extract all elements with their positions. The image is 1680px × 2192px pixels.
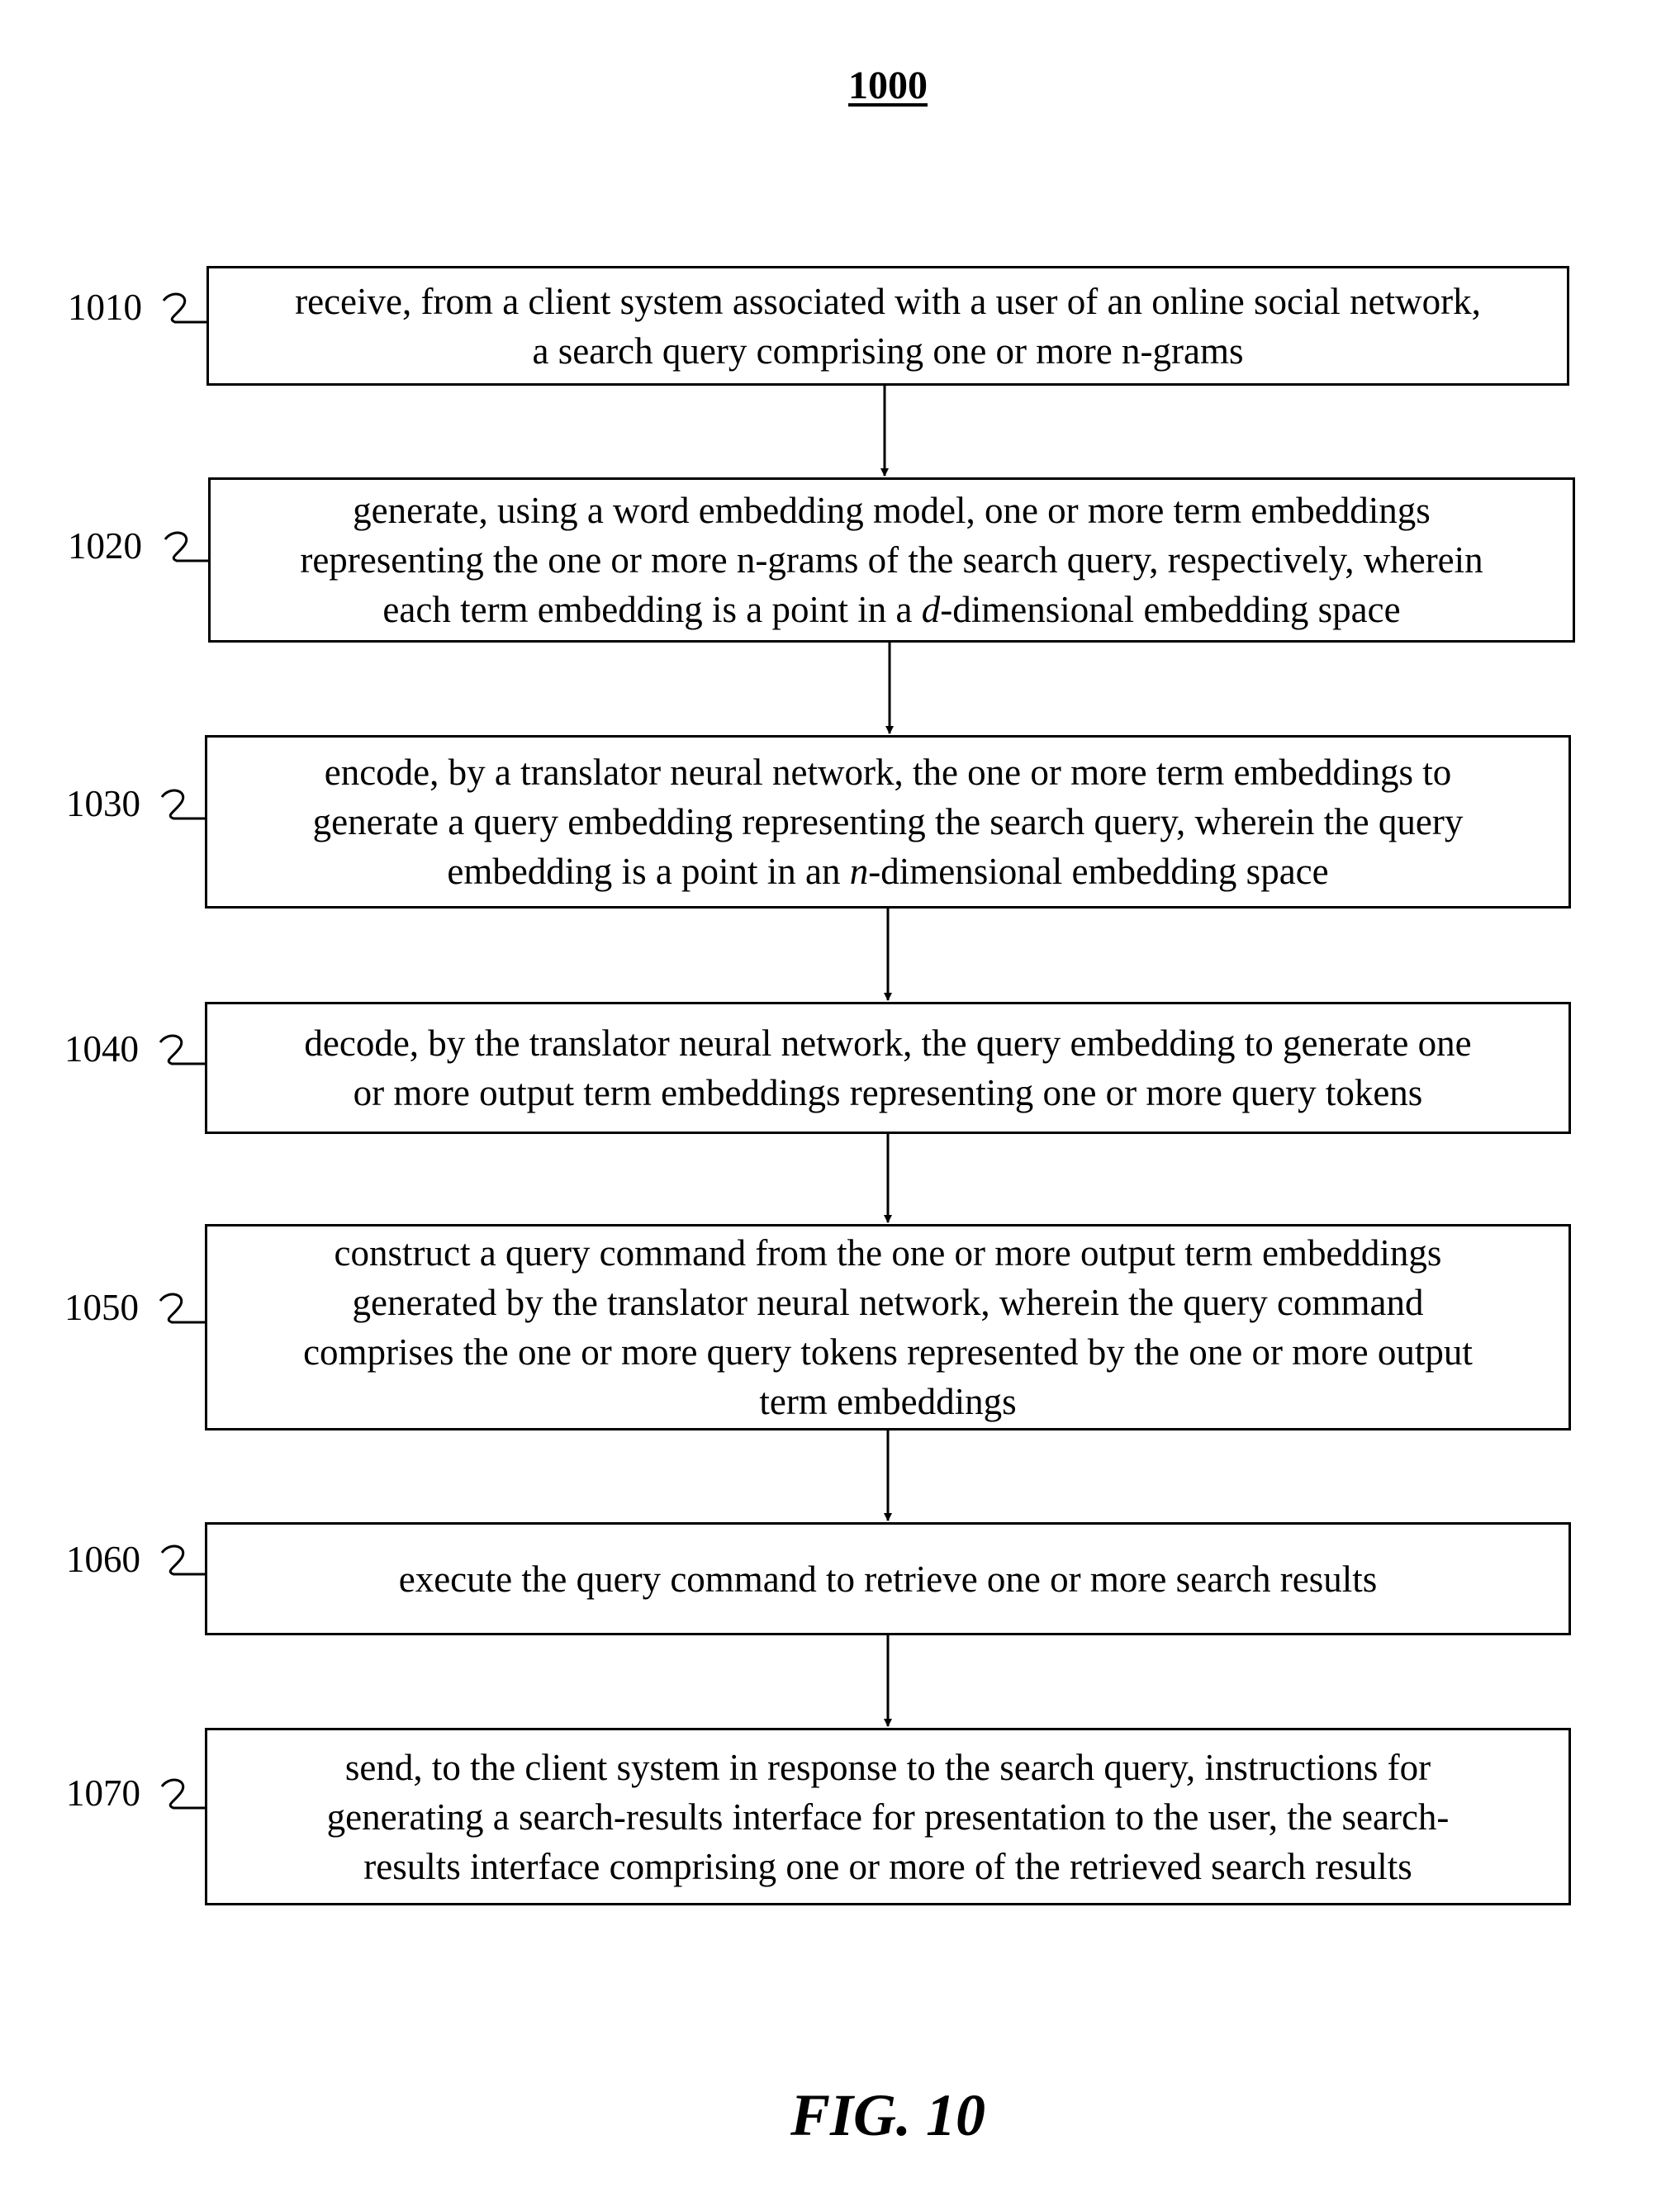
leader-line-1070 — [162, 1780, 205, 1808]
step-box-1050: construct a query command from the one o… — [205, 1224, 1571, 1430]
step-box-1020: generate, using a word embedding model, … — [208, 477, 1575, 643]
step-1050-line-4: term embeddings — [759, 1381, 1016, 1422]
step-1020-line-1: generate, using a word embedding model, … — [353, 490, 1431, 531]
step-text-1050: construct a query command from the one o… — [303, 1228, 1473, 1426]
step-1030-line-1: encode, by a translator neural network, … — [325, 752, 1452, 793]
leader-line-1060 — [162, 1546, 205, 1574]
leader-line-1050 — [160, 1294, 205, 1322]
step-label-1010: 1010 — [68, 287, 142, 328]
step-1040-line-1: decode, by the translator neural network… — [304, 1022, 1471, 1064]
step-box-1010: receive, from a client system associated… — [206, 266, 1569, 386]
step-1050-line-1: construct a query command from the one o… — [335, 1232, 1442, 1274]
step-text-1070: send, to the client system in response t… — [327, 1743, 1450, 1891]
step-label-1020: 1020 — [68, 525, 142, 567]
step-1030-line-3: embedding is a point in an n-dimensional… — [447, 851, 1328, 892]
step-1070-line-1: send, to the client system in response t… — [345, 1747, 1431, 1788]
step-text-1010: receive, from a client system associated… — [295, 277, 1481, 376]
step-text-1030: encode, by a translator neural network, … — [313, 747, 1464, 896]
step-1070-line-3: results interface comprising one or more… — [363, 1846, 1412, 1887]
leader-line-1010 — [164, 294, 206, 322]
step-1060-line-1: execute the query command to retrieve on… — [399, 1559, 1378, 1600]
step-1020-line-2: representing the one or more n-grams of … — [300, 539, 1483, 581]
step-1050-line-3: comprises the one or more query tokens r… — [303, 1331, 1473, 1373]
step-1010-line-2: a search query comprising one or more n-… — [533, 330, 1244, 372]
leader-line-1030 — [162, 790, 205, 818]
step-text-1040: decode, by the translator neural network… — [304, 1018, 1471, 1117]
step-text-1060: execute the query command to retrieve on… — [399, 1554, 1378, 1604]
step-1050-line-2: generated by the translator neural netwo… — [352, 1282, 1423, 1323]
step-1020-line-3: each term embedding is a point in a d-di… — [382, 589, 1400, 630]
step-label-1060: 1060 — [66, 1539, 140, 1580]
step-box-1070: send, to the client system in response t… — [205, 1728, 1571, 1905]
step-label-1050: 1050 — [64, 1287, 139, 1328]
leader-line-1040 — [160, 1036, 205, 1064]
step-text-1020: generate, using a word embedding model, … — [300, 486, 1483, 634]
step-1070-line-2: generating a search-results interface fo… — [327, 1796, 1450, 1838]
leader-line-1020 — [165, 533, 208, 561]
step-box-1030: encode, by a translator neural network, … — [205, 735, 1571, 909]
step-box-1040: decode, by the translator neural network… — [205, 1002, 1571, 1134]
step-1030-line-2: generate a query embedding representing … — [313, 801, 1464, 842]
step-label-1030: 1030 — [66, 783, 140, 824]
step-label-1070: 1070 — [66, 1772, 140, 1814]
step-label-1040: 1040 — [64, 1028, 139, 1070]
step-1040-line-2: or more output term embeddings represent… — [354, 1072, 1423, 1113]
figure-caption: FIG. 10 — [0, 2081, 1680, 2150]
step-box-1060: execute the query command to retrieve on… — [205, 1522, 1571, 1635]
step-1010-line-1: receive, from a client system associated… — [295, 281, 1481, 322]
